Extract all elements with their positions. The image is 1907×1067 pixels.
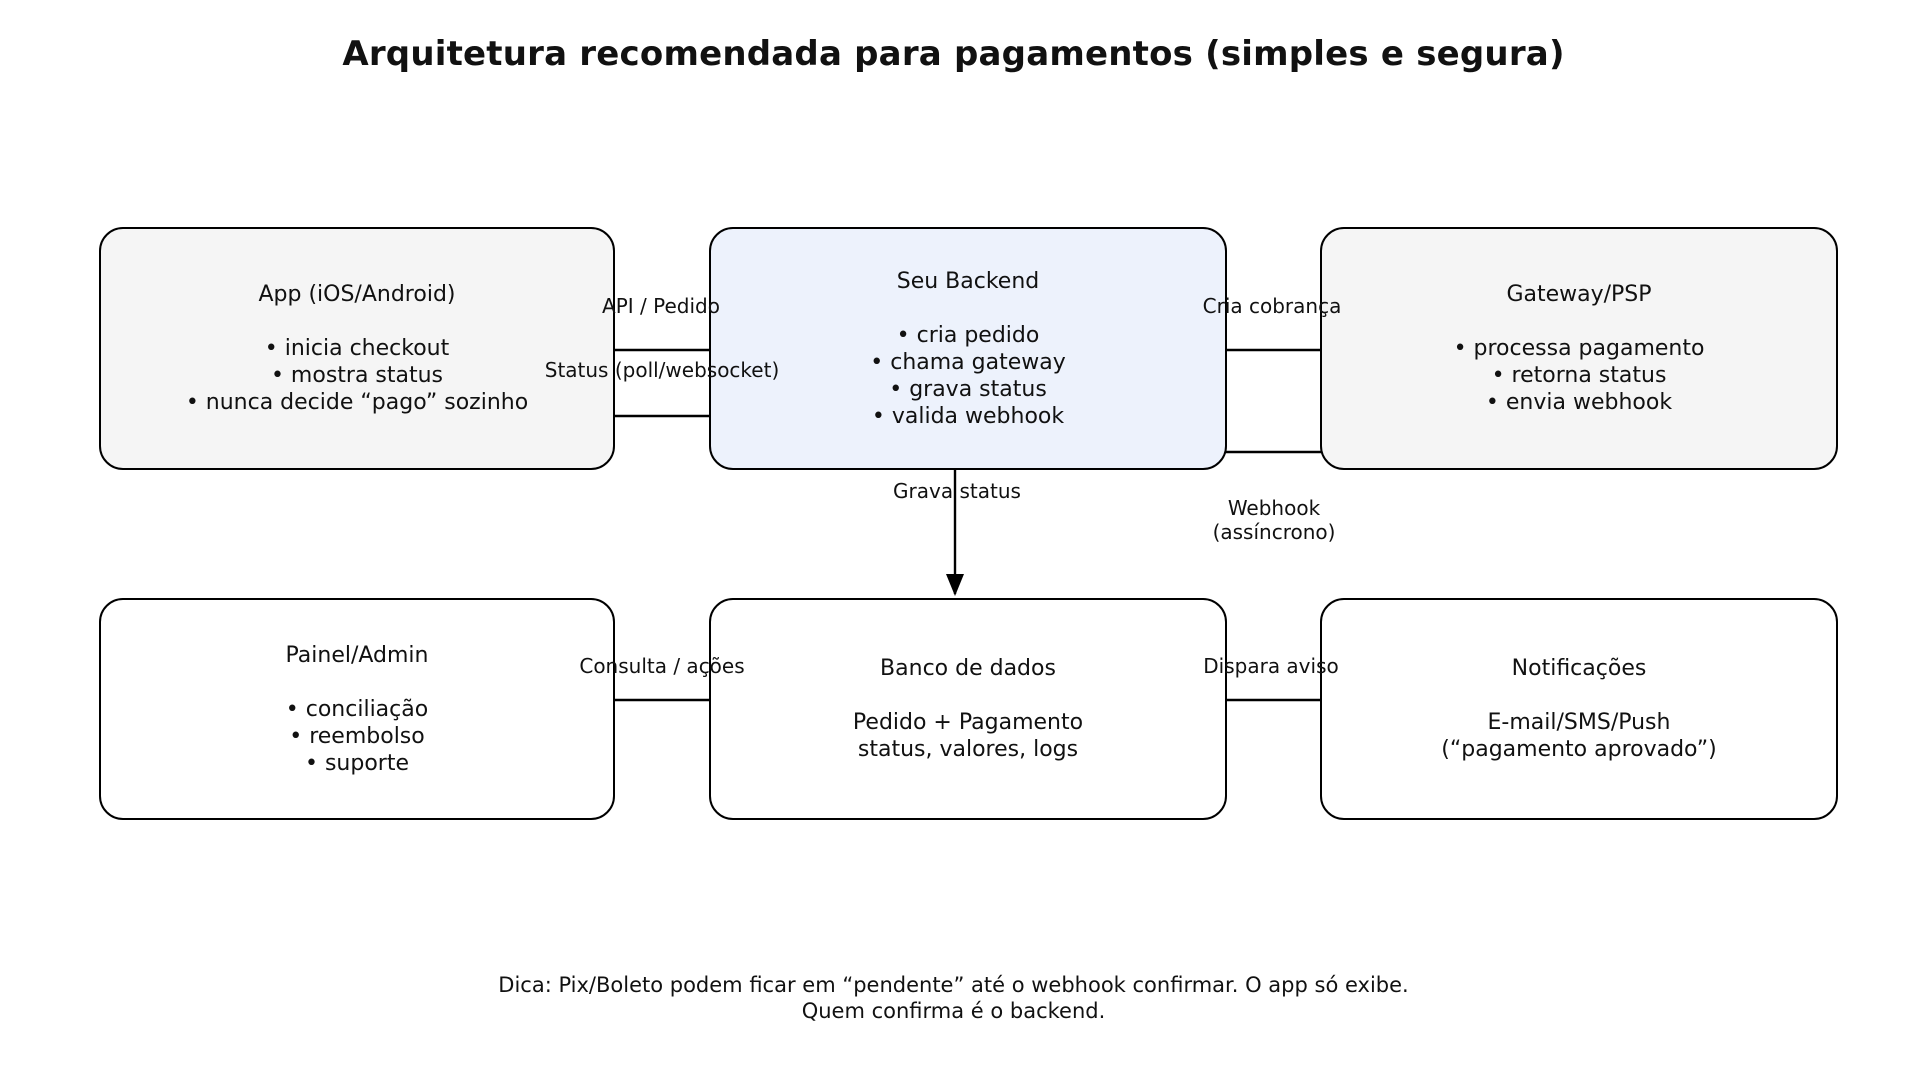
footer-note-line2: Quem confirma é o backend. — [801, 999, 1106, 1023]
footer-note: Dica: Pix/Boleto podem ficar em “pendent… — [0, 972, 1907, 1024]
edge-label-grava-status: Grava status — [893, 479, 1021, 503]
node-app-line: • mostra status — [270, 363, 444, 388]
node-notifications-line: (“pagamento aprovado”) — [1441, 737, 1717, 762]
node-app-title: App (iOS/Android) — [258, 282, 456, 307]
node-app-line: • nunca decide “pago” sozinho — [185, 390, 529, 415]
edge-label-webhook-line2: (assíncrono) — [1212, 520, 1336, 544]
footer-note-line1: Dica: Pix/Boleto podem ficar em “pendent… — [498, 973, 1409, 997]
node-backend-lines: • cria pedido • chama gateway • grava st… — [870, 322, 1066, 430]
node-notifications: Notificações E-mail/SMS/Push (“pagamento… — [1320, 598, 1838, 820]
node-backend-line: • chama gateway — [870, 349, 1066, 375]
node-database: Banco de dados Pedido + Pagamento status… — [709, 598, 1227, 820]
node-admin-title: Painel/Admin — [285, 642, 429, 668]
node-admin-lines: • conciliação • reembolso • suporte — [286, 696, 428, 777]
node-notifications-line: E-mail/SMS/Push — [1487, 710, 1671, 735]
node-database-title: Banco de dados — [880, 656, 1056, 681]
edge-label-webhook: Webhook (assíncrono) — [1213, 496, 1336, 544]
node-backend-line: • cria pedido — [896, 322, 1040, 348]
edge-label-status-poll: Status (poll/websocket) — [544, 358, 780, 382]
diagram-title: Arquitetura recomendada para pagamentos … — [342, 34, 1565, 74]
node-backend-line: • grava status — [889, 376, 1047, 402]
node-notifications-title: Notificações — [1511, 656, 1647, 681]
node-backend: Seu Backend • cria pedido • chama gatewa… — [709, 227, 1227, 470]
node-backend-title: Seu Backend — [896, 268, 1040, 294]
node-app-line: • inicia checkout — [264, 336, 450, 361]
node-gateway: Gateway/PSP • processa pagamento • retor… — [1320, 227, 1838, 470]
edge-label-consulta-acoes: Consulta / ações — [579, 654, 745, 678]
edge-label-webhook-line1: Webhook — [1227, 496, 1321, 520]
node-gateway-line: • envia webhook — [1485, 390, 1673, 415]
node-database-line: status, valores, logs — [857, 737, 1079, 762]
node-backend-line: • valida webhook — [871, 403, 1065, 429]
node-admin: Painel/Admin • conciliação • reembolso •… — [99, 598, 615, 820]
node-database-lines: Pedido + Pagamento status, valores, logs — [853, 709, 1083, 763]
edge-label-dispara-aviso: Dispara aviso — [1203, 654, 1339, 678]
node-gateway-lines: • processa pagamento • retorna status • … — [1454, 335, 1705, 416]
node-notifications-lines: E-mail/SMS/Push (“pagamento aprovado”) — [1441, 709, 1716, 763]
node-app: App (iOS/Android) • inicia checkout • mo… — [99, 227, 615, 470]
edge-label-api-pedido: API / Pedido — [602, 294, 720, 318]
node-admin-line: • reembolso — [289, 723, 425, 749]
node-gateway-title: Gateway/PSP — [1506, 282, 1652, 307]
node-app-lines: • inicia checkout • mostra status • nunc… — [186, 335, 528, 416]
node-admin-line: • suporte — [304, 750, 409, 776]
node-gateway-line: • retorna status — [1491, 363, 1667, 388]
node-database-line: Pedido + Pagamento — [852, 710, 1084, 735]
node-admin-line: • conciliação — [285, 696, 429, 722]
node-gateway-line: • processa pagamento — [1453, 336, 1705, 361]
edge-label-cria-cobranca: Cria cobrança — [1202, 294, 1342, 318]
